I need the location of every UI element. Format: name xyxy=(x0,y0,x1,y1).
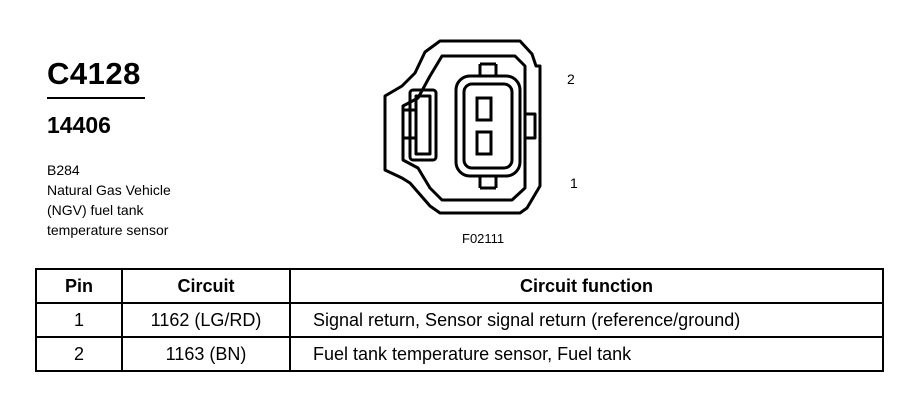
pin-cavity-1 xyxy=(475,130,493,156)
locking-latch-inner xyxy=(414,94,432,156)
component-description-line: temperature sensor xyxy=(47,222,169,238)
pin-cavity-2 xyxy=(475,96,493,122)
cell-pin: 2 xyxy=(35,336,123,372)
key-tab-top xyxy=(478,62,498,76)
component-description-line: Natural Gas Vehicle xyxy=(47,182,171,198)
header-pin: Pin xyxy=(35,268,123,304)
key-tab-right xyxy=(525,112,537,140)
table-row: 2 1163 (BN) Fuel tank temperature sensor… xyxy=(35,336,884,372)
component-code: B284 xyxy=(47,162,80,178)
key-tab-bottom xyxy=(478,176,498,190)
connector-id: C4128 xyxy=(47,56,141,91)
cell-circuit: 1162 (LG/RD) xyxy=(121,302,291,338)
cell-circuit-function: Fuel tank temperature sensor, Fuel tank xyxy=(289,336,884,372)
connector-housing-outer xyxy=(383,39,542,215)
cell-circuit-function: Signal return, Sensor signal return (ref… xyxy=(289,302,884,338)
cell-pin: 1 xyxy=(35,302,123,338)
cell-circuit: 1163 (BN) xyxy=(121,336,291,372)
component-description-line: (NGV) fuel tank xyxy=(47,202,144,218)
connector-housing-inner xyxy=(401,54,527,202)
terminal-block xyxy=(454,74,522,178)
header-circuit: Circuit xyxy=(121,268,291,304)
pin-label-1: 1 xyxy=(570,175,578,191)
part-number: 14406 xyxy=(47,112,111,138)
figure-code: F02111 xyxy=(462,231,505,246)
component-info: B284 Natural Gas Vehicle (NGV) fuel tank… xyxy=(47,160,171,240)
table-header-row: Pin Circuit Circuit function xyxy=(35,268,884,304)
terminal-block-inner xyxy=(462,82,514,170)
table-row: 1 1162 (LG/RD) Signal return, Sensor sig… xyxy=(35,302,884,338)
title-underline xyxy=(47,97,145,99)
connector-face-diagram xyxy=(383,39,542,215)
locking-latch xyxy=(408,88,438,162)
pin-assignment-table: Pin Circuit Circuit function 1 1162 (LG/… xyxy=(35,268,884,372)
header-circuit-function: Circuit function xyxy=(289,268,884,304)
pin-label-2: 2 xyxy=(567,71,575,87)
